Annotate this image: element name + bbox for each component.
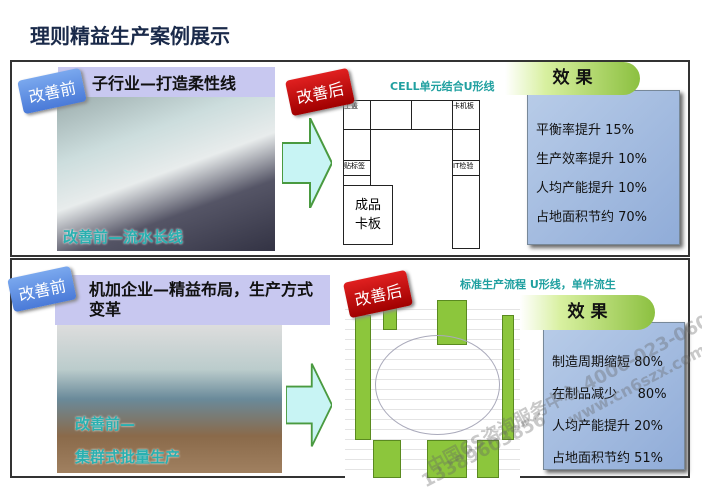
before-photo (57, 325, 282, 473)
station (343, 129, 371, 189)
flow-loop (375, 335, 500, 435)
station (477, 440, 499, 478)
right-arrow-icon (286, 363, 332, 447)
page-title: 理则精益生产案例展示 (30, 24, 230, 48)
effect-item: 占地面积节约 70% (536, 210, 648, 225)
photo-caption: 改善前— (75, 415, 136, 433)
diagram-title: CELL单元结合U形线 (390, 80, 495, 93)
station (355, 315, 371, 440)
effect-title: 效 果 (505, 62, 640, 95)
station (411, 100, 453, 130)
photo-caption: 集群式批量生产 (75, 448, 181, 466)
effect-item: 在制品减少 80% (552, 387, 667, 402)
station (427, 440, 467, 478)
effect-box: 制造周期缩短 80% 在制品减少 80% 人均产能提升 20% 占地面积节约 5… (543, 322, 685, 470)
station (370, 100, 412, 130)
effect-box: 平衡率提升 15% 生产效率提升 10% 人均产能提升 10% 占地面积节约 7… (527, 90, 680, 245)
before-photo (57, 93, 275, 251)
effect-item: 占地面积节约 51% (552, 451, 664, 466)
station (502, 315, 514, 440)
u-line-diagram (345, 300, 520, 478)
station: IT检验 (452, 160, 480, 176)
u-cell-diagram: 上盖 卡机板 贴标签 IT检验 成品卡板 (343, 100, 488, 249)
effect-item: 平衡率提升 15% (536, 123, 635, 138)
label: 卡板 (354, 217, 381, 232)
case-heading: 子行业—打造柔性线 (58, 67, 275, 97)
station (452, 129, 480, 249)
case-heading: 机加企业—精益布局，生产方式变革 (55, 275, 330, 325)
station: 贴标签 (343, 160, 371, 176)
effect-title: 效 果 (520, 295, 655, 330)
label: 成品 (354, 198, 381, 213)
right-arrow-icon (282, 118, 332, 208)
station: 卡机板 (452, 100, 480, 130)
station: 上盖 (343, 100, 371, 130)
effect-item: 人均产能提升 20% (552, 419, 664, 434)
heading-text: 机加企业—精益布局，生产方式变革 (89, 280, 314, 319)
diagram-title: 标准生产流程 U形线，单件流生 (460, 278, 616, 291)
effect-item: 制造周期缩短 80% (552, 355, 664, 370)
effect-item: 生产效率提升 10% (536, 152, 648, 167)
case-panel-1 (10, 60, 690, 257)
finished-goods-area: 成品卡板 (343, 185, 393, 245)
photo-caption: 改善前—流水长线 (63, 228, 184, 246)
effect-item: 人均产能提升 10% (536, 181, 648, 196)
station (373, 440, 401, 478)
